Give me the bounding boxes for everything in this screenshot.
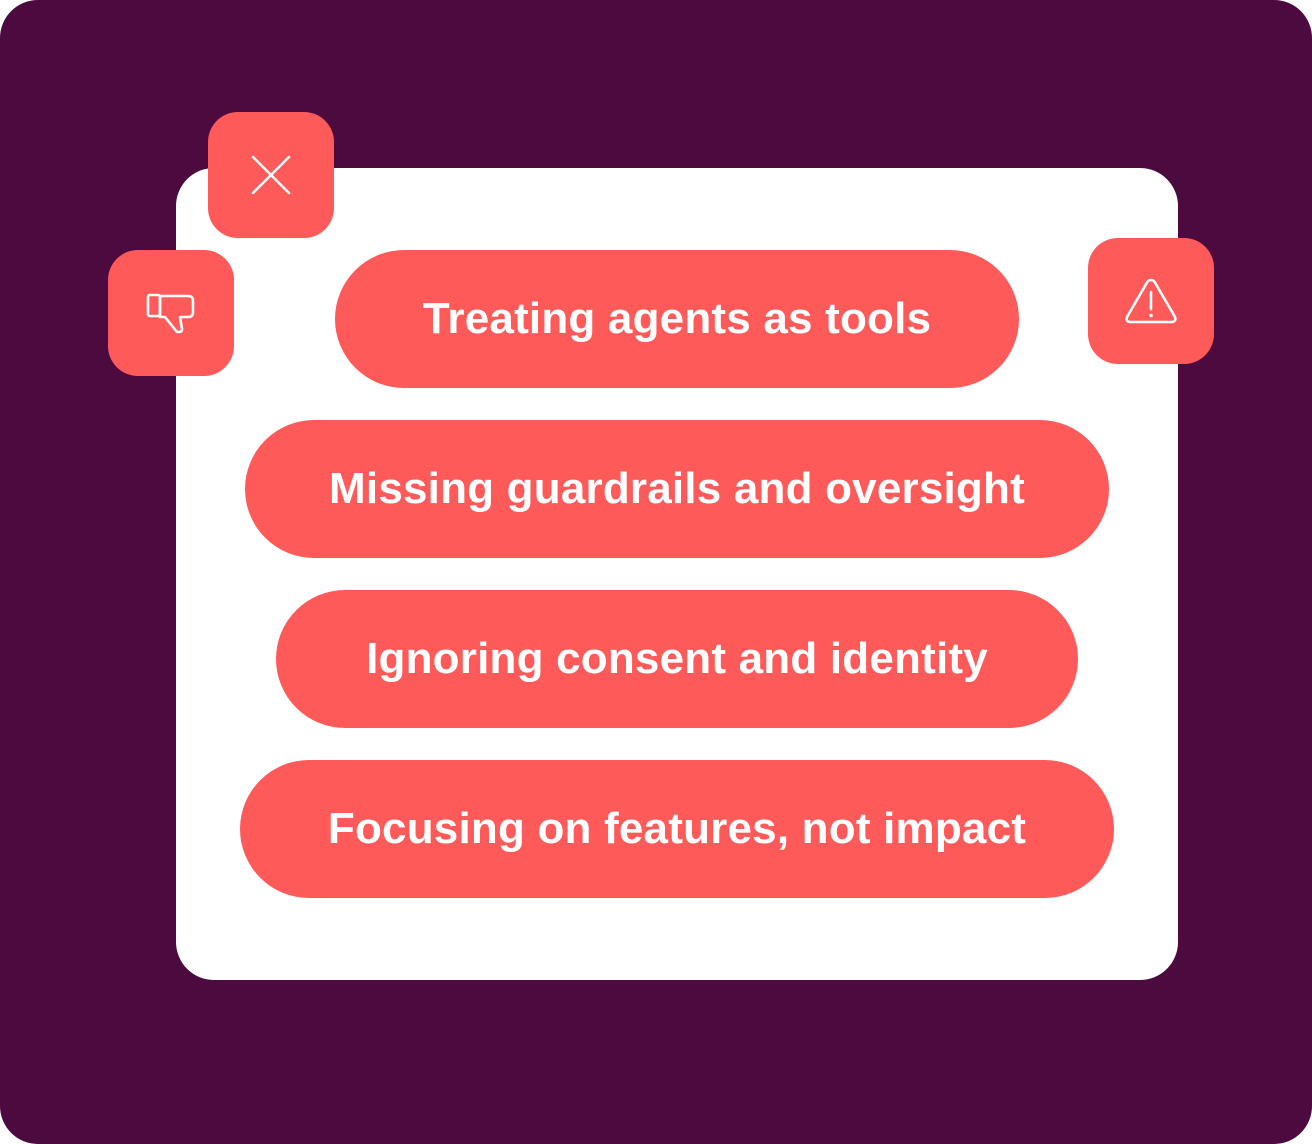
thumbs-down-icon	[146, 293, 195, 334]
thumbs-down-tile	[108, 250, 234, 376]
close-tile	[208, 112, 334, 238]
pitfall-pill-2: Missing guardrails and oversight	[245, 420, 1109, 558]
pitfall-pill-4: Focusing on features, not impact	[240, 760, 1114, 898]
pitfall-label: Missing guardrails and oversight	[329, 464, 1025, 513]
pitfall-pill-3: Ignoring consent and identity	[276, 590, 1078, 728]
pitfall-label: Focusing on features, not impact	[327, 804, 1027, 853]
warning-triangle-icon	[1125, 278, 1177, 324]
pitfall-pill-1: Treating agents as tools	[335, 250, 1019, 388]
pitfall-label: Treating agents as tools	[422, 294, 932, 343]
pitfall-label: Ignoring consent and identity	[366, 634, 988, 683]
close-icon	[251, 155, 291, 195]
warning-tile	[1088, 238, 1214, 364]
